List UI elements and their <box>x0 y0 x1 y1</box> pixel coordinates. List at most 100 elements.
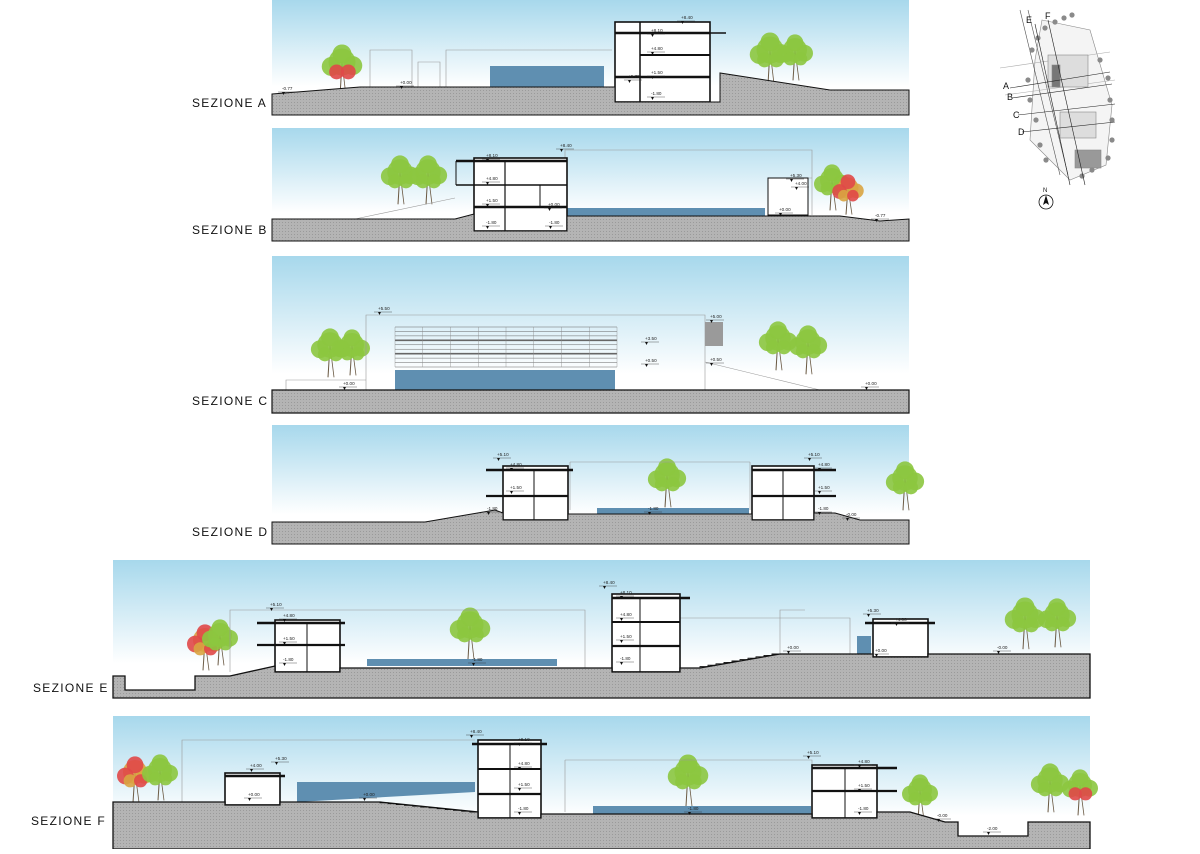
level-label: +1.50 <box>651 70 663 75</box>
level-marker: +5.00 <box>706 314 724 323</box>
trees <box>647 458 925 511</box>
level-label: +1.50 <box>620 634 632 639</box>
key-letter-c: C <box>1013 110 1020 120</box>
section-label-a: SEZIONE A <box>192 96 268 110</box>
level-label: +5.00 <box>710 314 722 319</box>
level-marker: -1.80 <box>814 506 832 515</box>
level-label: -1.80 <box>283 657 294 662</box>
level-label: -0.00 <box>937 813 948 818</box>
level-marker: +4.80 <box>514 761 532 770</box>
level-label: +4.80 <box>283 613 295 618</box>
level-marker: -1.80 <box>514 806 532 815</box>
level-marker: +0.00 <box>244 792 262 801</box>
level-marker: +5.10 <box>266 602 284 611</box>
tree-icon <box>777 34 813 81</box>
level-label: +0.50 <box>710 357 722 362</box>
trees <box>380 155 864 215</box>
tree-icon <box>408 155 448 205</box>
site-outline <box>369 49 612 90</box>
section-a: +8.40+8.10+4.80+1.50+0.75+0.00-0.77-1.80 <box>271 0 910 116</box>
level-label: +4.80 <box>858 759 870 764</box>
level-label: +4.80 <box>510 462 522 467</box>
ground <box>271 389 910 414</box>
level-marker: +5.50 <box>374 306 392 315</box>
tree-dot-icon <box>1097 57 1103 63</box>
level-marker: +3.50 <box>641 336 659 345</box>
level-marker: +0.50 <box>641 358 659 367</box>
section-e: +5.10+4.80+1.50-1.80-1.80+8.40+8.10+4.80… <box>112 560 1091 699</box>
level-label: +0.00 <box>875 648 887 653</box>
tree-icon <box>380 155 420 205</box>
building-section <box>614 21 726 103</box>
level-label: +0.00 <box>548 202 560 207</box>
level-label: -0.00 <box>846 512 857 517</box>
tree-icon <box>667 754 709 807</box>
level-marker: +8.10 <box>482 153 500 162</box>
level-label: +8.40 <box>681 15 693 20</box>
level-label: -1.80 <box>651 91 662 96</box>
building-3 <box>865 618 935 658</box>
tree-dot-icon <box>1079 173 1085 179</box>
level-marker: +4.80 <box>482 176 500 185</box>
level-marker: -1.80 <box>279 657 297 666</box>
tree-dot-icon <box>1042 25 1048 31</box>
level-marker: +5.10 <box>493 452 511 461</box>
level-marker: +5.30 <box>271 756 289 765</box>
tree-icon <box>832 174 864 215</box>
tree-icon <box>202 619 239 666</box>
tree-icon <box>1062 769 1098 816</box>
level-label: +5.10 <box>270 602 282 607</box>
level-marker: +0.00 <box>544 202 562 211</box>
level-label: -1.80 <box>688 806 699 811</box>
level-labels: +5.50+0.00+3.50+0.50+5.00+0.50+0.00 <box>339 306 879 390</box>
level-marker: +1.50 <box>616 634 634 643</box>
level-label: -2.00 <box>987 826 998 831</box>
trees <box>187 597 1077 671</box>
level-marker: +4.00 <box>891 617 909 626</box>
level-label: +1.50 <box>818 485 830 490</box>
level-marker: +0.00 <box>871 648 889 657</box>
level-marker: +1.50 <box>814 485 832 494</box>
level-marker: +1.50 <box>514 782 532 791</box>
level-label: +8.40 <box>560 143 572 148</box>
key-letter-f: F <box>1045 11 1051 21</box>
tree-dot-icon <box>1109 117 1115 123</box>
tree-dot-icon <box>1107 97 1113 103</box>
level-label: +4.00 <box>795 181 807 186</box>
tree-dot-icon <box>1025 77 1031 83</box>
level-label: +8.10 <box>651 28 663 33</box>
tree-dot-icon <box>1043 157 1049 163</box>
level-label: +0.00 <box>363 792 375 797</box>
level-marker: -1.80 <box>684 806 702 815</box>
tree-dot-icon <box>1037 142 1043 148</box>
level-marker: +5.30 <box>786 173 804 182</box>
level-label: +0.00 <box>248 792 260 797</box>
trees <box>310 321 828 378</box>
level-marker: -1.80 <box>616 656 634 665</box>
level-label: +3.50 <box>645 336 657 341</box>
tree-icon <box>788 325 828 375</box>
level-label: +4.80 <box>518 761 530 766</box>
section-label-f: SEZIONE F <box>31 814 107 828</box>
tree-dot-icon <box>1052 19 1058 25</box>
north-arrow-icon: N <box>1038 188 1054 210</box>
level-marker: +1.50 <box>647 70 665 79</box>
level-marker: +0.00 <box>396 80 414 89</box>
level-marker: -1.80 <box>483 506 501 515</box>
level-label: +4.80 <box>620 612 632 617</box>
section-label-e: SEZIONE E <box>33 681 109 695</box>
tree-icon <box>758 321 798 371</box>
ground <box>112 801 1091 850</box>
level-label: +0.00 <box>343 381 355 386</box>
section-f: +5.30+4.00+0.00+0.00+8.40+8.10+4.80+1.50… <box>112 716 1098 850</box>
louvre-screen <box>394 326 618 368</box>
level-marker: +4.80 <box>854 759 872 768</box>
tree-icon <box>902 774 938 821</box>
level-marker: +0.00 <box>359 792 377 801</box>
level-label: +0.00 <box>787 645 799 650</box>
level-marker: +8.40 <box>677 15 695 24</box>
level-marker: -2.00 <box>983 826 1001 835</box>
level-marker: +0.50 <box>706 357 724 366</box>
key-plan-site <box>999 9 1116 181</box>
